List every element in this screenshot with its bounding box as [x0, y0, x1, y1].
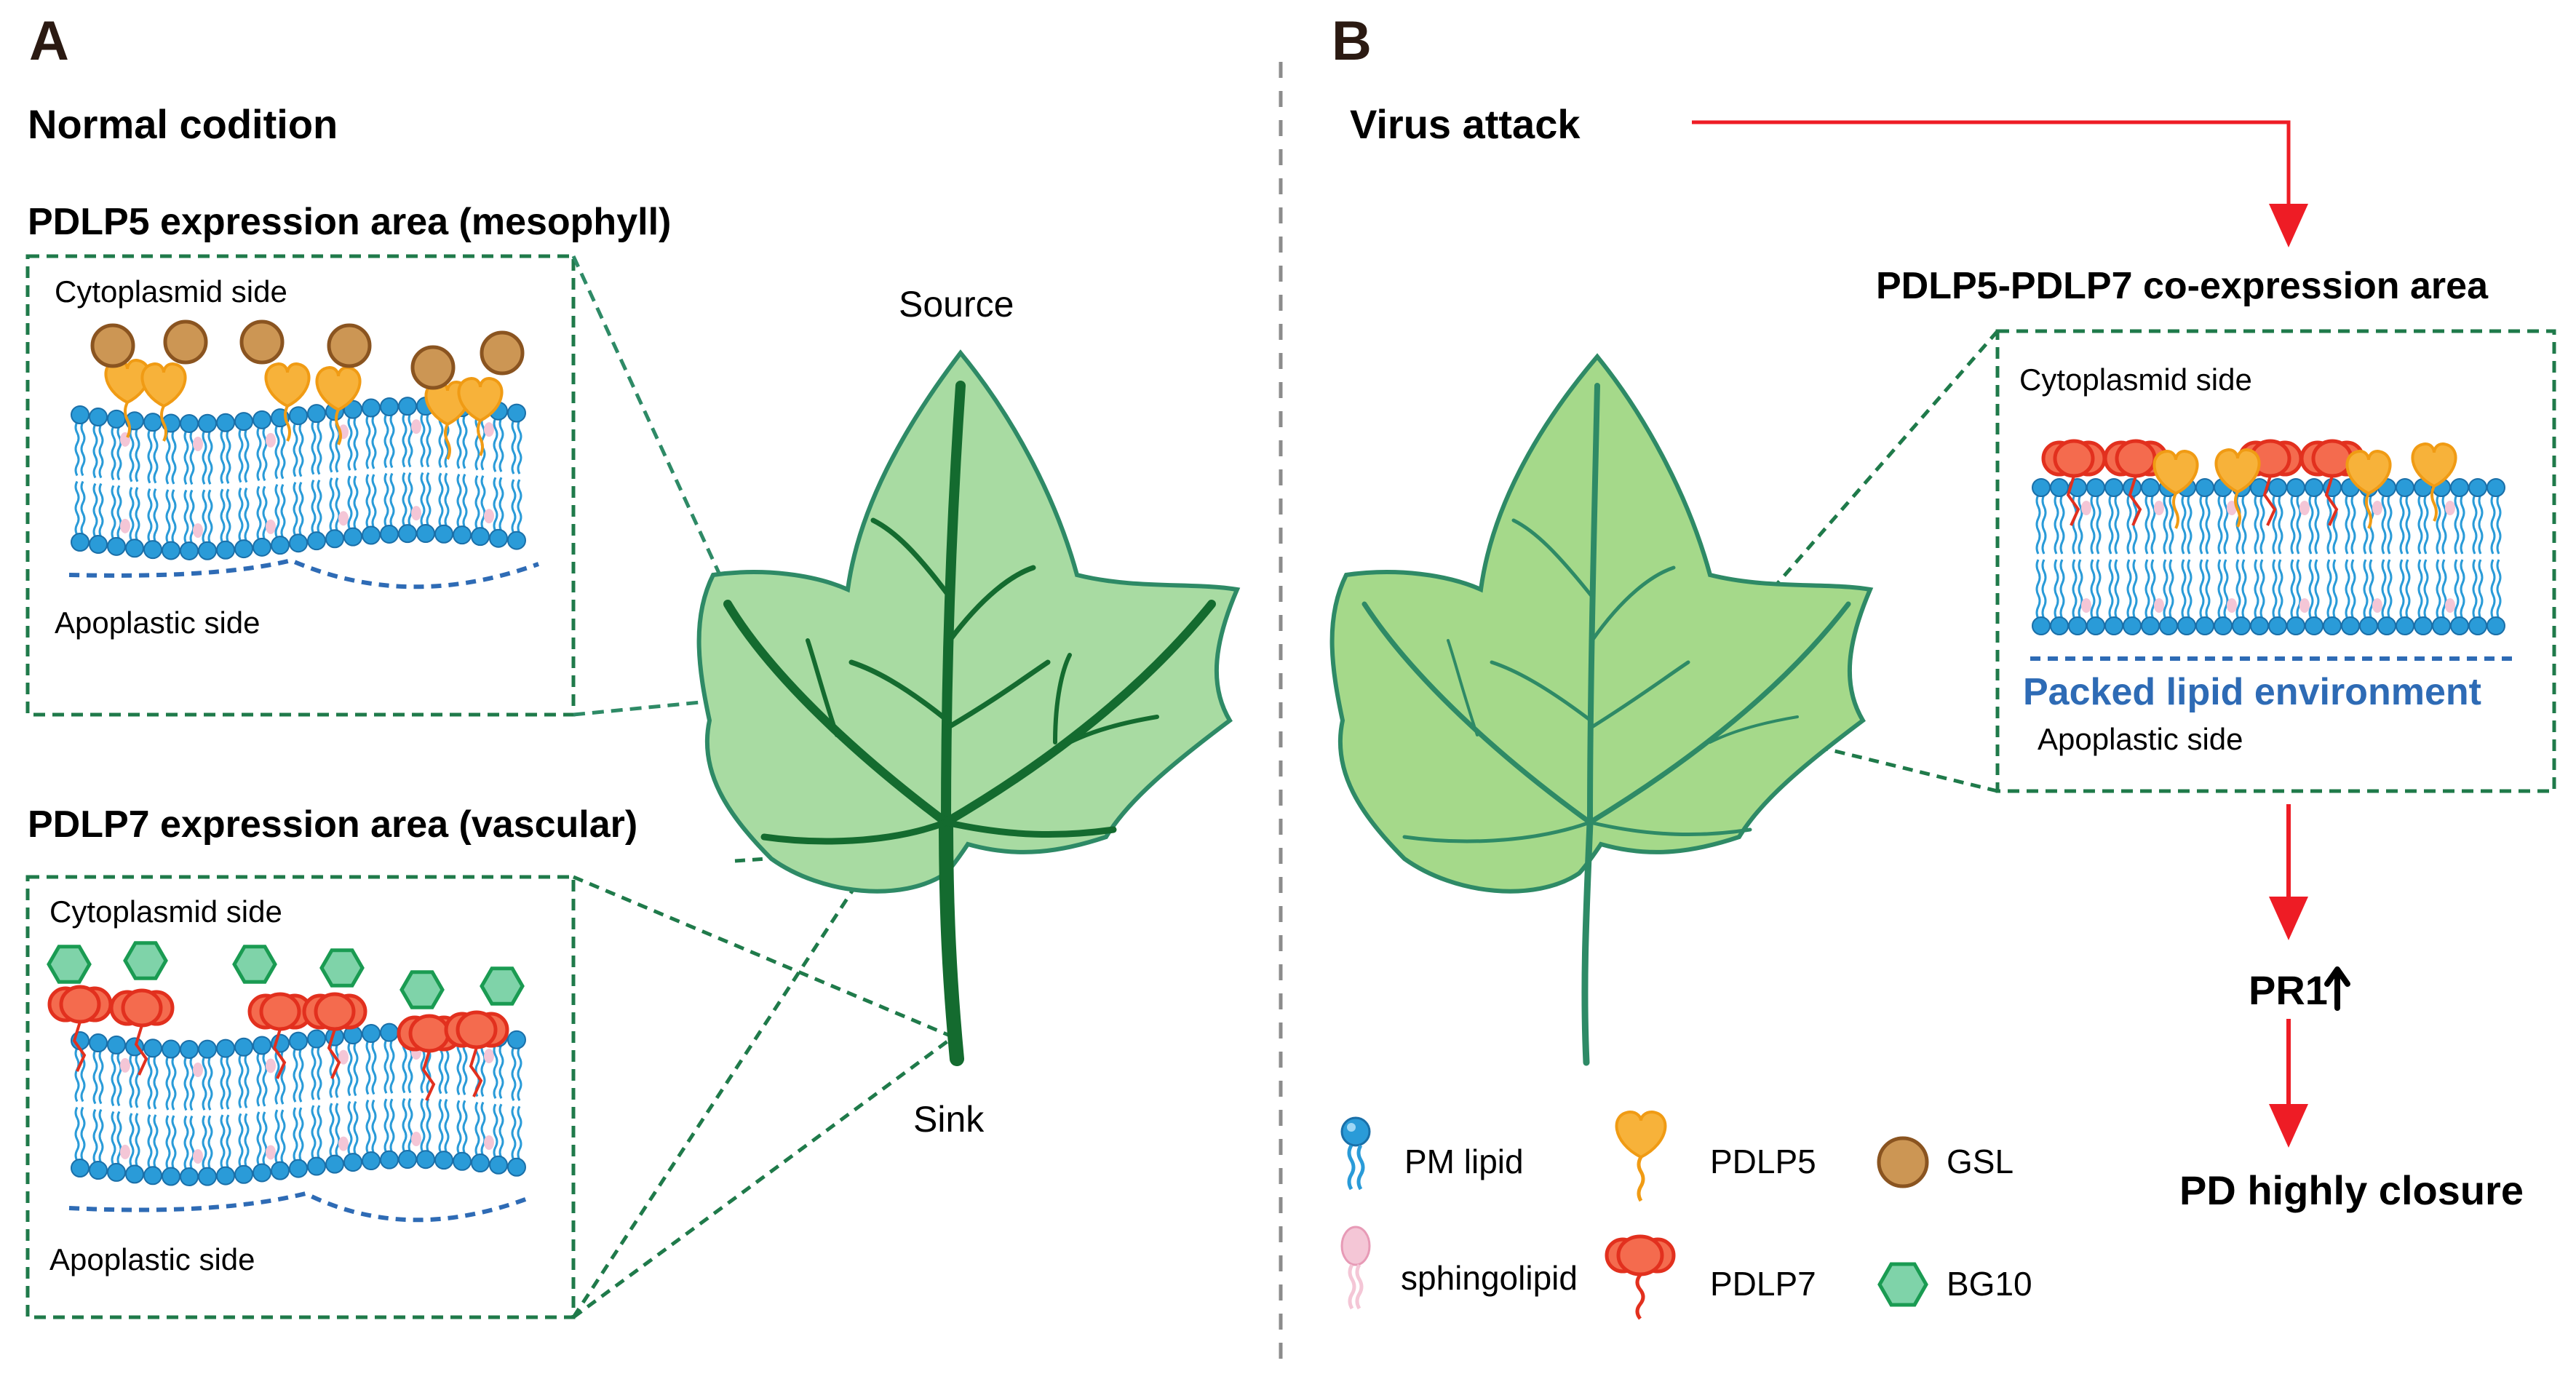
pd-closure-label: PD highly closure — [2179, 1167, 2524, 1213]
pdlp5-protein — [2152, 449, 2199, 529]
bg10-icon — [1877, 1262, 1928, 1307]
legend: PM lipid sphingolipid PDLP5 — [1340, 1110, 2032, 1320]
pdlp5-area-title: PDLP5 expression area (mesophyll) — [28, 201, 671, 243]
leaf-b-veins — [1361, 383, 1851, 843]
pdlp5-cytoplasmic-label: Cytoplasmid side — [55, 274, 287, 309]
sphingolipid-icon — [1340, 1226, 1371, 1310]
gsl-molecule — [90, 323, 135, 368]
packed-lipid-label: Packed lipid environment — [2023, 671, 2481, 713]
pdlp5-protein — [457, 376, 504, 456]
pdlp5-membrane — [71, 319, 526, 560]
pdlp5-apoplastic-label: Apoplastic side — [55, 605, 261, 640]
zoom-line-a2-1 — [573, 875, 954, 1039]
panel-a-label: A — [29, 10, 69, 72]
leaf-a — [696, 349, 1241, 1066]
legend-bg10: BG10 — [1877, 1262, 2032, 1307]
panel-a-title: Normal codition — [28, 101, 338, 147]
zoom-line-a2-4 — [734, 849, 874, 863]
coexpression-membrane — [2032, 439, 2505, 635]
pdlp7-protein — [47, 985, 113, 1072]
apoplast-boundary-a1 — [68, 557, 540, 589]
gsl-icon — [1877, 1136, 1929, 1188]
legend-pdlp7: PDLP7 — [1605, 1234, 1816, 1320]
gsl-molecule — [327, 323, 372, 368]
pdlp5-protein — [264, 362, 311, 442]
legend-label-pdlp7: PDLP7 — [1710, 1265, 1816, 1303]
pdlp7-cytoplasmic-label: Cytoplasmid side — [49, 894, 282, 929]
gsl-molecule — [239, 319, 285, 365]
pdlp5-protein — [2214, 448, 2261, 528]
pdlp7-icon — [1605, 1234, 1676, 1320]
pdlp5-protein — [2345, 449, 2392, 529]
coexp-bilayer — [2032, 478, 2505, 635]
apoplast-boundary-a2 — [68, 1191, 533, 1223]
virus-arrowhead — [2269, 204, 2308, 247]
bg10-molecule — [47, 945, 92, 984]
pdlp7-membrane-box — [25, 875, 576, 1319]
leaf-b — [1329, 353, 1874, 1066]
legend-label-pm-lipid: PM lipid — [1404, 1143, 1524, 1180]
pdlp7-protein — [2103, 439, 2168, 526]
pdlp5-protein — [315, 365, 362, 445]
virus-arrow — [1692, 120, 2291, 207]
coexpression-membrane-box — [1995, 329, 2556, 793]
pdlp5-protein — [140, 362, 187, 442]
bg10-molecule — [399, 970, 445, 1009]
arrowhead-to-pr1 — [2269, 897, 2308, 940]
pdlp7-protein — [2299, 439, 2365, 526]
arrowhead-to-pd — [2269, 1104, 2308, 1148]
pdlp7-membrane — [47, 941, 526, 1186]
source-label: Source — [899, 284, 1014, 325]
bg10-molecule — [480, 966, 525, 1006]
legend-pdlp5: PDLP5 — [1615, 1110, 1816, 1202]
pr1-label: PR1 — [2249, 967, 2328, 1013]
coexpression-title: PDLP5-PDLP7 co-expression area — [1876, 265, 2489, 307]
panel-b-title: Virus attack — [1350, 101, 1581, 147]
panel-a: A Normal codition PDLP5 expression area … — [25, 10, 1241, 1319]
pm-lipid-icon — [1340, 1116, 1371, 1191]
pdlp7-protein — [444, 1010, 509, 1097]
coexpression-apoplastic-label: Apoplastic side — [2038, 722, 2243, 756]
legend-label-gsl: GSL — [1947, 1143, 2014, 1180]
pdlp7-apoplastic-label: Apoplastic side — [49, 1242, 255, 1276]
pr1-up-arrow-icon — [2324, 966, 2350, 1011]
gsl-molecule — [163, 319, 208, 365]
legend-gsl: GSL — [1877, 1136, 2014, 1188]
bg10-molecule — [232, 945, 277, 984]
pdlp7-protein — [109, 988, 175, 1076]
pdlp5-icon — [1615, 1110, 1667, 1202]
gsl-molecule — [480, 330, 525, 376]
coexpression-cytoplasmic-label: Cytoplasmid side — [2019, 362, 2252, 397]
legend-label-sphingolipid: sphingolipid — [1401, 1259, 1578, 1297]
panel-b: B Virus attack PDLP5-PDLP7 co-expression… — [1329, 10, 2556, 1320]
panel-b-label: B — [1332, 10, 1372, 72]
bg10-molecule — [319, 948, 365, 988]
zoom-line-a2-2 — [572, 1035, 955, 1319]
legend-label-pdlp5: PDLP5 — [1710, 1143, 1816, 1180]
legend-sphingolipid: sphingolipid — [1340, 1226, 1578, 1310]
zoom-line-a1-bottom — [573, 693, 776, 717]
pdlp5-protein — [2411, 442, 2457, 522]
gsl-molecule — [410, 345, 456, 390]
leaf-a-stem — [939, 815, 964, 1066]
pdlp7-protein — [2041, 439, 2107, 526]
pdlp5-membrane-box — [25, 254, 576, 717]
legend-pm-lipid: PM lipid — [1340, 1116, 1524, 1191]
leaf-b-stem — [1581, 819, 1594, 1066]
leaf-a-veins — [723, 381, 1216, 845]
sink-label: Sink — [913, 1099, 985, 1140]
pdlp5-bilayer — [71, 397, 526, 560]
pdlp7-protein — [302, 992, 367, 1079]
leaf-b-blade — [1329, 353, 1874, 894]
legend-label-bg10: BG10 — [1947, 1265, 2032, 1303]
bg10-molecule — [123, 941, 168, 980]
zoom-line-a2-3 — [571, 857, 875, 1319]
pdlp7-area-title: PDLP7 expression area (vascular) — [28, 803, 637, 846]
